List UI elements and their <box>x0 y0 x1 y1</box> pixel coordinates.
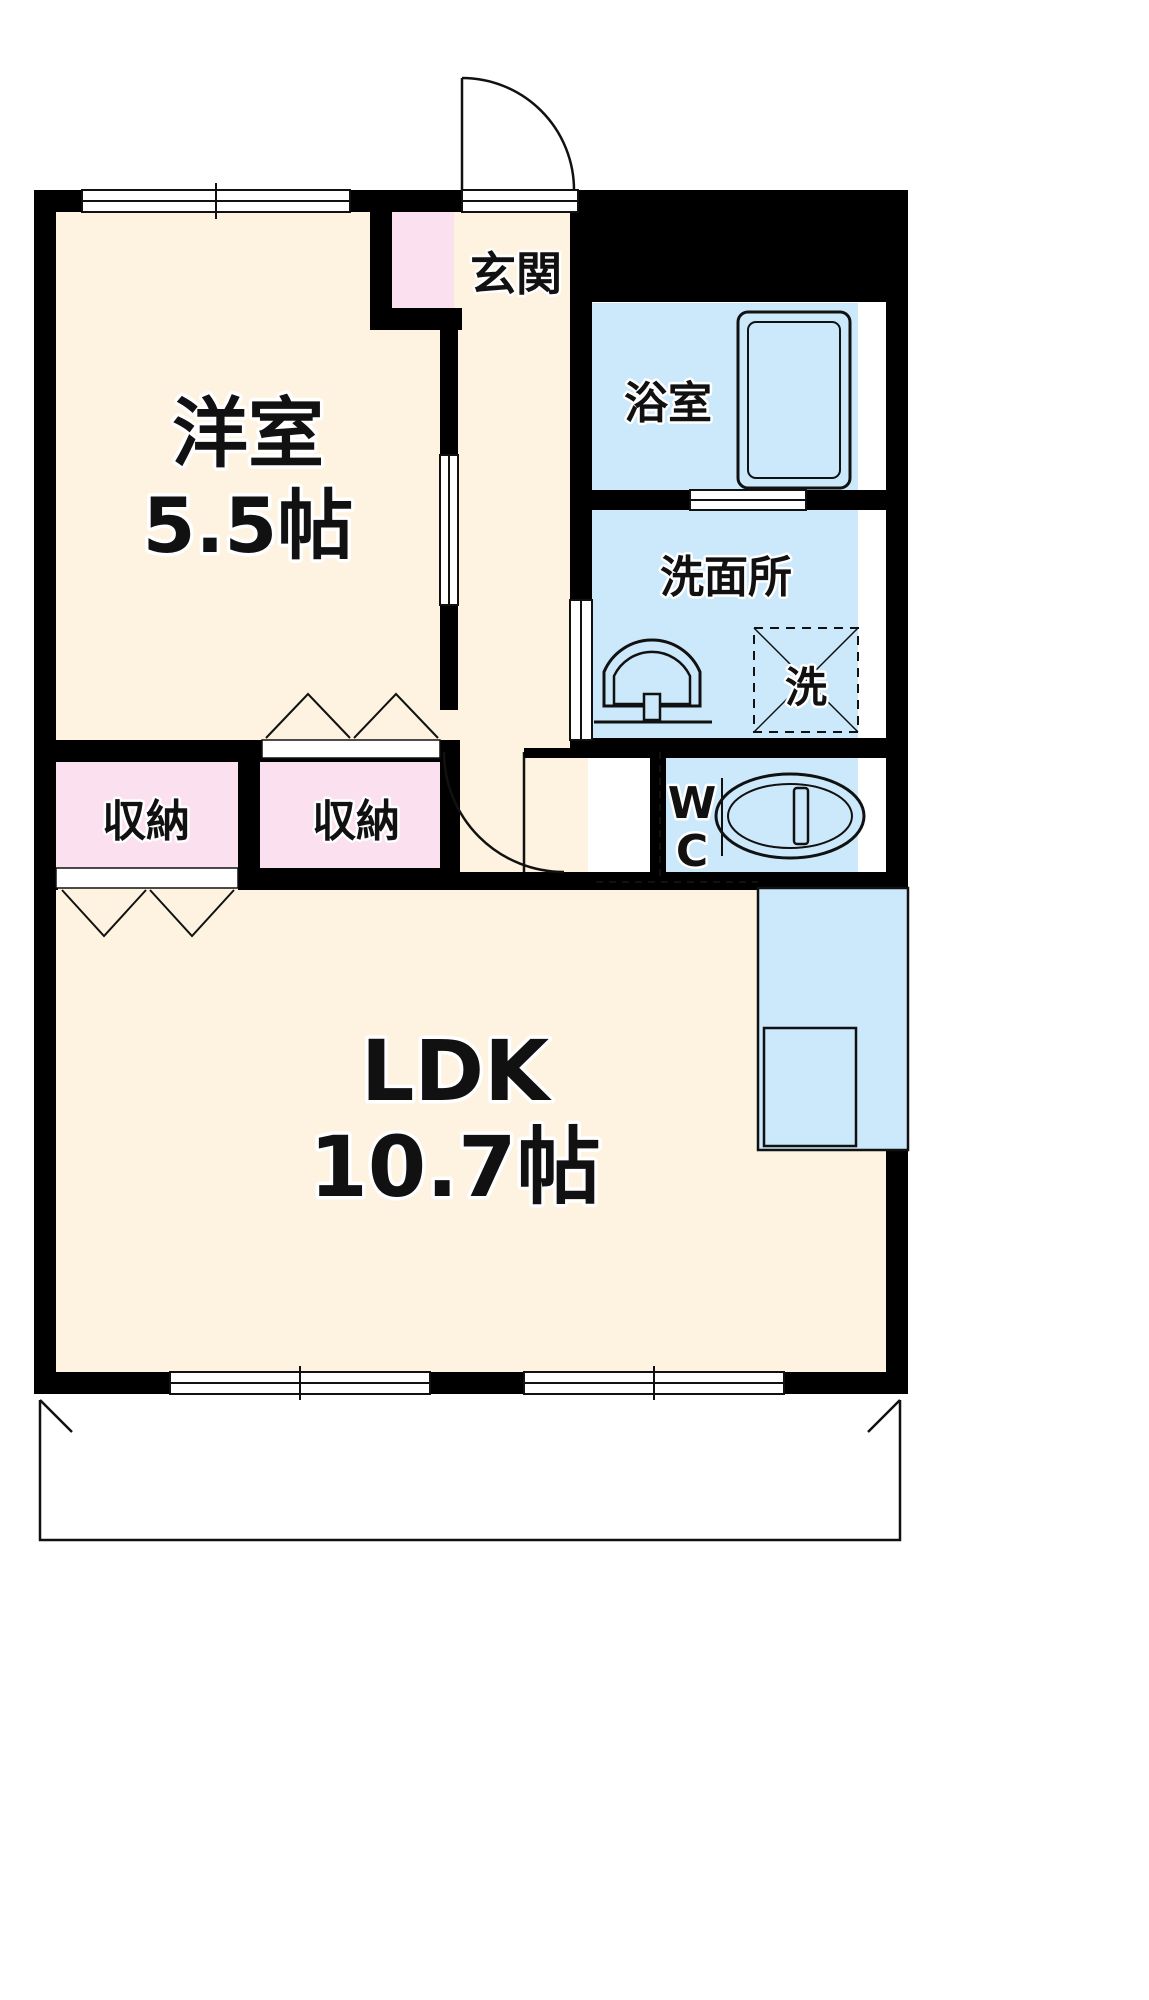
closet-right-opening <box>261 739 441 759</box>
wall-closet-bottom-left <box>34 868 58 890</box>
window-ldk-bottom-b <box>523 1366 785 1400</box>
label-senmenjo: 洗面所 <box>660 552 792 603</box>
kitchen-sink <box>762 1026 858 1148</box>
balcony <box>38 1399 902 1542</box>
washer-space <box>753 627 859 733</box>
bathtub-inner <box>747 321 841 479</box>
wall-closet-right-edge <box>440 740 460 890</box>
wall-closet-bottom-seg <box>256 868 460 890</box>
entrance-door-arc <box>461 76 576 191</box>
hall-door-hinge <box>524 748 596 758</box>
washer-box <box>753 627 859 733</box>
wall-top-right-block <box>578 190 908 302</box>
toilet-tank <box>792 786 810 846</box>
hall-door-header <box>524 748 596 758</box>
label-washitsu-size: 5.5帖 <box>143 481 354 570</box>
window-ldk-bottom-a <box>169 1366 431 1400</box>
wall-wc-left <box>650 752 666 880</box>
toilet <box>714 772 866 860</box>
bathtub <box>736 310 852 490</box>
closet-door-symbols <box>55 692 441 938</box>
wall-bath-bottom-right <box>806 490 908 510</box>
door-washitsu-sliding <box>439 454 459 606</box>
label-wc-w: W <box>668 778 717 829</box>
room-fill-shoebox <box>392 206 454 321</box>
room-fill-closet-right <box>258 758 456 878</box>
wall-top-left <box>34 190 82 212</box>
ldk-door-arc <box>442 751 565 874</box>
toilet-seat <box>727 783 853 849</box>
label-closet-left: 収納 <box>102 796 190 847</box>
closet-left-fold-b <box>149 889 235 938</box>
window-washitsu-top <box>81 183 351 219</box>
balcony-corner-left <box>39 1399 73 1433</box>
label-yokushitsu: 浴室 <box>624 378 712 429</box>
wall-right-outer <box>886 190 908 1394</box>
wall-closet-divider <box>238 740 260 890</box>
label-wc-c: C <box>676 826 708 877</box>
vanity-sink <box>594 638 712 724</box>
windows <box>81 183 807 1400</box>
room-fill-closet-left <box>48 758 240 878</box>
wall-closet-left-edge <box>34 740 56 890</box>
vanity-basin <box>612 650 692 706</box>
entrance-door-swing <box>460 76 576 191</box>
wall-genkan-left <box>370 200 392 330</box>
wall-hall-bottom <box>458 872 598 890</box>
closet-right-fold-a <box>265 692 351 739</box>
vanity-faucet <box>642 692 662 722</box>
kitchen-counter <box>756 886 910 1152</box>
label-washitsu-name: 洋室 <box>172 389 324 478</box>
wall-bath-bottom <box>570 490 690 510</box>
wall-senmenjo-bottom <box>570 738 908 758</box>
label-closet-right: 収納 <box>312 796 400 847</box>
window-genkan-top <box>461 189 579 213</box>
label-genkan: 玄関 <box>470 247 562 301</box>
wall-genkan-bottom <box>370 308 462 330</box>
label-washer: 洗 <box>785 663 827 712</box>
label-ldk-size: 10.7帖 <box>309 1118 600 1216</box>
room-labels: 洋室 5.5帖 LDK 10.7帖 玄関 浴室 洗面所 洗 W C 収納 収納 <box>100 245 830 1220</box>
ldk-door-swing <box>442 751 565 874</box>
closet-right-fold-b <box>353 692 439 739</box>
wall-top-mid <box>350 190 462 212</box>
washer-cross-b <box>753 627 859 733</box>
label-ldk-name: LDK <box>361 1022 552 1120</box>
door-bath <box>689 489 807 511</box>
closet-left-fold-a <box>61 889 147 938</box>
balcony-corner-right <box>867 1399 901 1433</box>
closet-left-opening <box>55 867 239 889</box>
balcony-outline <box>38 1400 902 1542</box>
room-fill-genkan <box>458 200 588 330</box>
door-corridor-sliding <box>569 599 593 741</box>
thresholds <box>596 752 758 883</box>
